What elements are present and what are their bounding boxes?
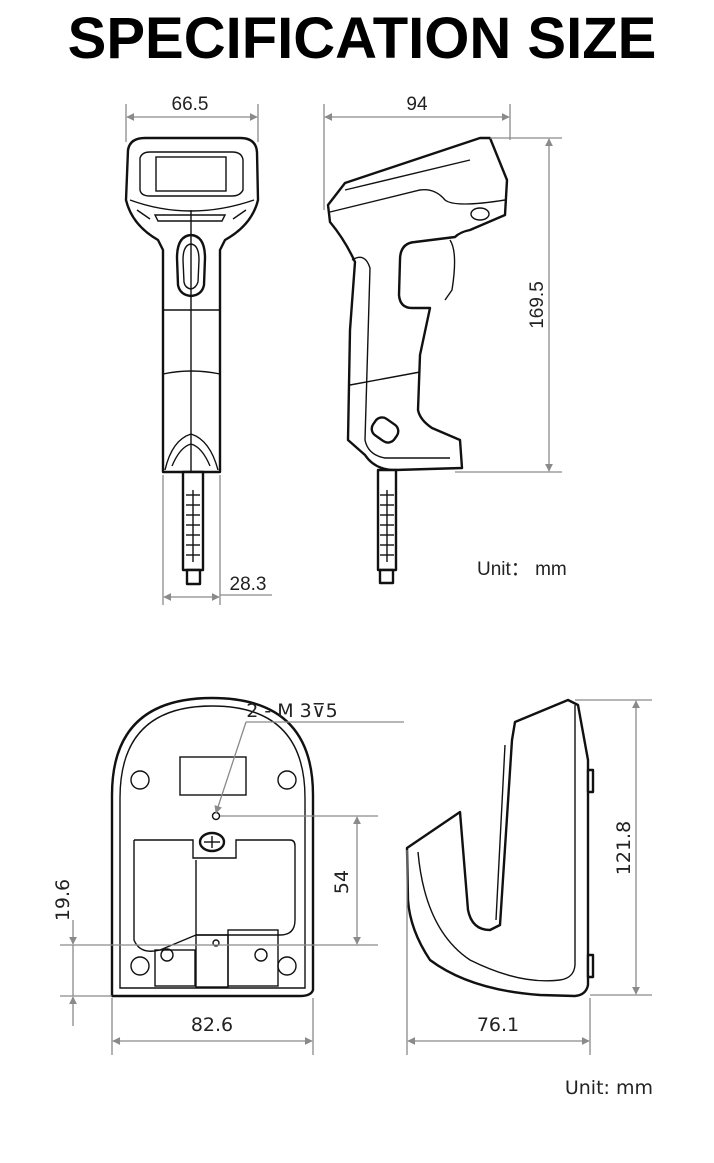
dimension-stand-height: 121.8 <box>575 699 652 996</box>
stand-side-view <box>405 698 595 998</box>
screw-spec-callout: 2 - M 3⊽5 <box>214 700 404 814</box>
dimension-hole-spacing: 54 <box>60 815 378 946</box>
hole-spacing-label: 54 <box>331 870 353 894</box>
dimension-stand-width: 82.6 <box>111 998 314 1055</box>
scanner-front-view <box>124 136 260 586</box>
front-width-label: 66.5 <box>172 94 209 115</box>
stand-front-view <box>110 696 315 998</box>
page-title: SPECIFICATION SIZE <box>68 6 657 71</box>
hole-offset-label: 19.6 <box>52 879 74 921</box>
dimension-front-width: 66.5 <box>125 94 259 142</box>
unit-label-scanner: Unit： mm <box>477 559 567 580</box>
dimension-hole-offset: 19.6 <box>52 879 112 1026</box>
dimension-scanner-height: 169.5 <box>455 137 562 473</box>
stand-width-label: 82.6 <box>191 1014 233 1036</box>
side-depth-label: 94 <box>406 94 428 115</box>
screw-spec-label: 2 - M 3⊽5 <box>246 700 338 722</box>
stand-depth-label: 76.1 <box>477 1014 519 1036</box>
cable-base-width-label: 28.3 <box>230 574 267 595</box>
dimension-stand-depth: 76.1 <box>406 850 591 1055</box>
dimension-side-depth: 94 <box>323 94 511 210</box>
dimension-cable-base-width: 28.3 <box>162 475 272 605</box>
scanner-side-view <box>326 136 509 585</box>
unit-label-stand: Unit: mm <box>565 1077 653 1099</box>
label-area <box>179 756 247 796</box>
stand-height-label: 121.8 <box>613 821 635 875</box>
scanner-height-label: 169.5 <box>527 281 548 329</box>
grip-vent-icon <box>370 416 400 444</box>
